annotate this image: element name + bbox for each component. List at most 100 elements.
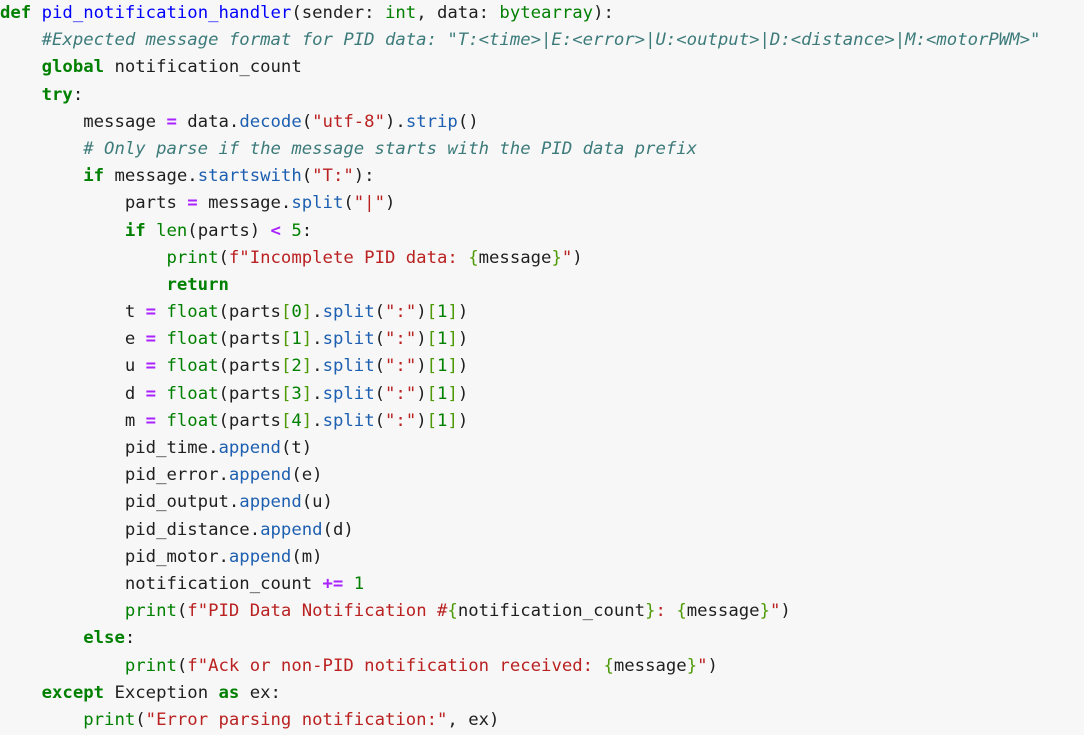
code-token: append [228, 465, 292, 486]
code-token: = [145, 329, 157, 350]
code-token: f"Incomplete PID data: [228, 247, 469, 268]
code-token: ). [385, 111, 406, 132]
code-token: ) [416, 302, 427, 323]
code-token: . [312, 410, 323, 431]
code-token: decode [239, 111, 302, 132]
code-token: message. [197, 193, 292, 214]
code-token: as [218, 682, 240, 703]
code-token: "T:" [312, 166, 354, 187]
code-token: ) [416, 356, 427, 377]
code-token: ( [176, 655, 188, 676]
code-token: ":" [385, 410, 417, 431]
code-token [0, 656, 125, 676]
code-token: float [166, 356, 219, 377]
code-token: ) [457, 329, 469, 350]
code-line: pid_distance.append(d) [0, 517, 1084, 544]
code-token: pid_error. [0, 465, 229, 486]
code-line: parts = message.split("|") [0, 190, 1084, 217]
code-token: (parts) [187, 220, 271, 241]
code-token: ( [218, 247, 229, 268]
code-token: print [124, 601, 177, 622]
code-token: notification_count [104, 57, 302, 78]
code-token: pid_notification_handler [41, 3, 292, 23]
code-token: "Error parsing notification:" [145, 709, 448, 730]
code-token: e [0, 329, 146, 350]
code-token: [ [426, 356, 438, 377]
code-token: ( [374, 329, 386, 350]
code-token: [ [280, 329, 292, 350]
code-token: } [759, 601, 770, 622]
code-token [0, 30, 42, 50]
code-token: notification_count [457, 601, 646, 622]
code-token [0, 85, 42, 105]
code-token: 0 [291, 302, 302, 323]
code-token: = [145, 383, 157, 404]
code-token: { [447, 601, 458, 622]
code-token: (t) [280, 438, 313, 458]
code-token [156, 384, 166, 404]
code-token: : [72, 84, 84, 105]
code-token: ( [301, 111, 313, 132]
code-token: += [322, 573, 344, 594]
code-token: 1 [291, 329, 302, 350]
code-token: append [218, 438, 281, 458]
code-token: pid_motor. [0, 546, 229, 567]
code-token: = [145, 356, 157, 377]
code-token: split [291, 193, 344, 214]
code-token: message [0, 111, 167, 132]
code-token: ":" [385, 329, 417, 350]
code-line: notification_count += 1 [0, 571, 1084, 598]
code-token: } [551, 247, 562, 268]
code-token [0, 683, 42, 703]
code-token [0, 248, 166, 268]
code-line: if len(parts) < 5: [0, 218, 1084, 245]
code-token: , data: [416, 3, 500, 23]
code-token: (parts [218, 356, 281, 377]
code-token: append [228, 546, 292, 567]
code-token [0, 139, 83, 159]
code-token: data. [176, 111, 240, 132]
code-token: # Only parse if the message starts with … [83, 138, 698, 159]
code-token [156, 411, 166, 431]
code-token: notification_count [0, 573, 323, 594]
code-token: split [322, 302, 375, 323]
code-token: ":" [385, 356, 417, 377]
code-token: ) [416, 410, 427, 431]
code-token: ) [457, 383, 469, 404]
code-token: 1 [437, 302, 448, 323]
code-line: try: [0, 82, 1084, 109]
code-token: < [270, 220, 281, 241]
code-token: append [239, 492, 302, 513]
code-token: ] [447, 410, 458, 431]
code-token: [ [280, 383, 292, 404]
code-token: " [561, 247, 573, 268]
code-token: . [312, 302, 323, 323]
code-token: ) [780, 601, 791, 622]
code-token: ) [384, 193, 396, 214]
code-token: ) [707, 655, 718, 676]
code-line: else: [0, 625, 1084, 652]
code-token: ] [301, 383, 313, 404]
code-token [156, 302, 166, 322]
code-line: if message.startswith("T:"): [0, 163, 1084, 190]
code-token: float [166, 383, 219, 404]
code-line: u = float(parts[2].split(":")[1]) [0, 353, 1084, 380]
code-token: (d) [322, 519, 354, 540]
code-token: message [613, 655, 687, 676]
code-token: "|" [353, 193, 385, 214]
code-token: split [322, 356, 375, 377]
code-token: [ [280, 356, 292, 377]
code-token: u [0, 356, 146, 377]
code-token: 1 [437, 356, 448, 377]
code-token: (parts [218, 329, 281, 350]
code-token: ( [135, 709, 146, 730]
code-token: t [0, 302, 146, 323]
code-token: [ [280, 302, 292, 323]
code-token: { [603, 655, 614, 676]
code-token: ( [301, 166, 313, 187]
code-token: = [187, 193, 198, 214]
code-token: split [322, 410, 375, 431]
code-token: } [645, 601, 656, 622]
code-token: 1 [437, 329, 448, 350]
code-token [0, 628, 83, 648]
